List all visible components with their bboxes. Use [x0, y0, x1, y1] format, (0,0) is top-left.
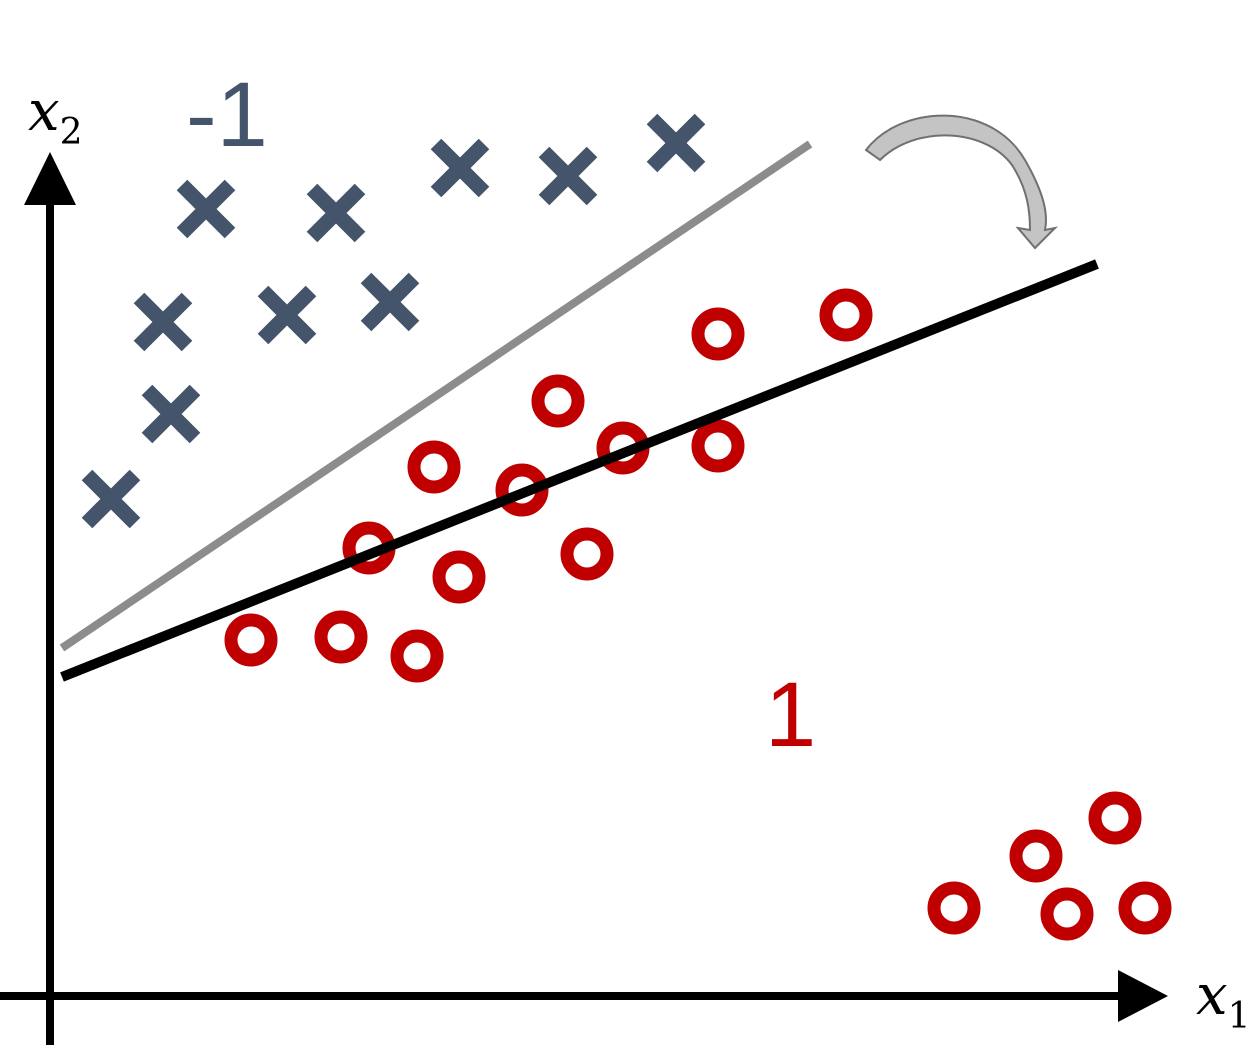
negative-cross-marker — [257, 285, 317, 345]
axes: x1 x2 — [0, 79, 1251, 1045]
negative-class-points — [81, 113, 706, 529]
positive-ring-marker — [691, 419, 745, 473]
negative-cross-marker — [306, 183, 366, 243]
positive-ring-marker — [1118, 881, 1172, 935]
positive-ring-marker — [560, 527, 614, 581]
positive-ring-marker — [1009, 829, 1063, 883]
negative-cross-marker — [141, 384, 201, 444]
y-axis-arrowhead — [24, 152, 76, 205]
negative-class-label: -1 — [186, 64, 268, 166]
positive-ring-marker — [1088, 791, 1142, 845]
negative-cross-marker — [360, 272, 420, 332]
positive-ring-marker — [432, 550, 486, 604]
x-axis-label: x1 — [1196, 963, 1251, 1037]
positive-ring-marker — [314, 610, 368, 664]
positive-ring-marker — [927, 881, 981, 935]
positive-ring-marker — [819, 288, 873, 342]
positive-ring-marker — [691, 307, 745, 361]
positive-ring-marker — [531, 374, 585, 428]
new-decision-boundary — [60, 259, 1099, 682]
negative-cross-marker — [176, 179, 236, 239]
positive-class-label: 1 — [765, 664, 816, 766]
old-decision-boundary — [59, 140, 813, 652]
x-axis-arrowhead — [1118, 970, 1168, 1022]
negative-cross-marker — [81, 469, 141, 529]
positive-ring-marker — [390, 629, 444, 683]
negative-cross-marker — [133, 292, 193, 352]
y-axis-label: x2 — [28, 79, 83, 153]
negative-cross-marker — [646, 113, 706, 173]
positive-ring-marker — [407, 440, 461, 494]
negative-cross-marker — [430, 138, 490, 198]
curved-rotate-arrow-icon — [864, 114, 1059, 250]
positive-ring-marker — [1040, 887, 1094, 941]
negative-cross-marker — [538, 146, 598, 206]
positive-class-points — [224, 288, 1172, 941]
positive-ring-marker — [224, 613, 278, 667]
